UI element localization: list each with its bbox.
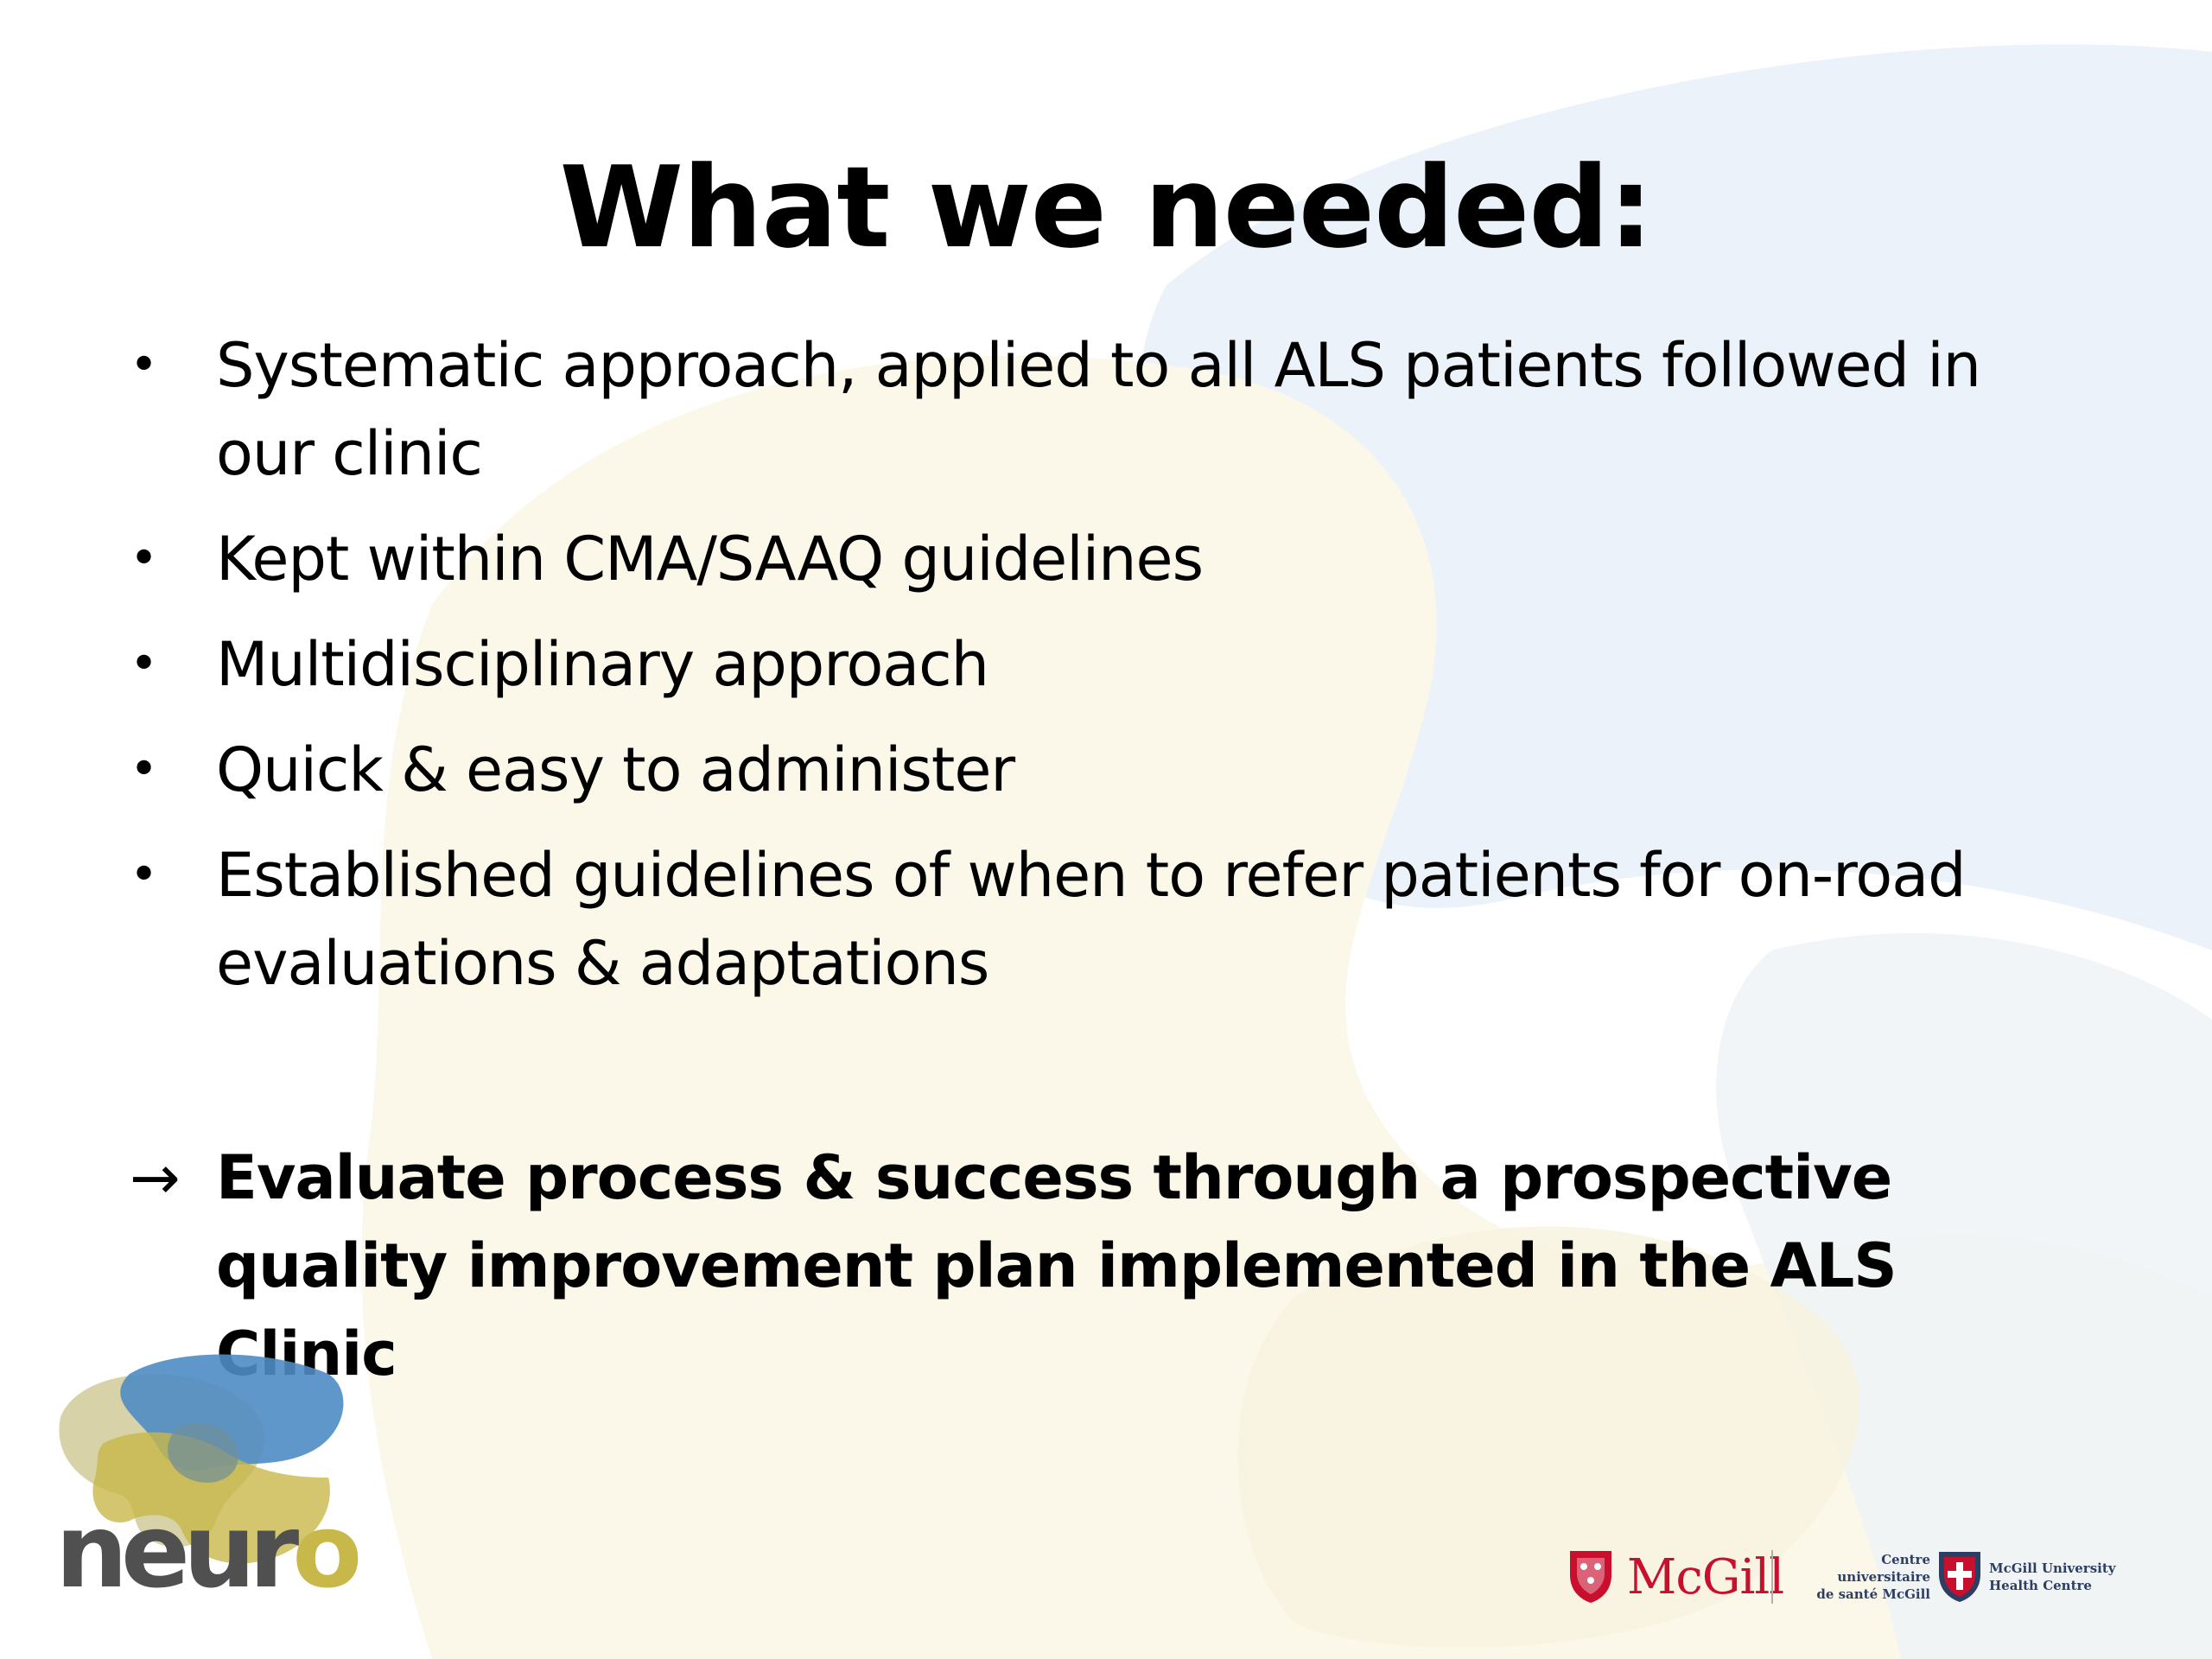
- bullet-dot: •: [130, 847, 158, 903]
- bullet-dot: •: [130, 337, 158, 393]
- bullet-item: • Systematic approach, applied to all AL…: [130, 321, 2048, 498]
- muhc-logo: Centre universitaire de santé McGill McG…: [1771, 1547, 2119, 1607]
- bullet-text: Multidisciplinary approach: [216, 629, 989, 700]
- bullet-list: • Systematic approach, applied to all AL…: [130, 321, 2048, 1025]
- conclusion-statement: → Evaluate process & success through a p…: [130, 1134, 2048, 1398]
- muhc-french-line: de santé McGill: [1816, 1586, 1930, 1602]
- bullet-item: • Quick & easy to administer: [130, 726, 2048, 814]
- bullet-text: Quick & easy to administer: [216, 734, 1015, 805]
- muhc-french-line: Centre universitaire: [1837, 1552, 1930, 1585]
- muhc-english-name: McGill University Health Centre: [1989, 1560, 2119, 1594]
- bullet-dot: •: [130, 741, 158, 798]
- neuro-logo-text: neuro: [55, 1499, 362, 1603]
- neuro-text-accent: o: [292, 1491, 362, 1611]
- bullet-text: Kept within CMA/SAAQ guidelines: [216, 524, 1204, 594]
- muhc-shield-icon: [1939, 1552, 1980, 1602]
- slide-title: What we needed:: [559, 142, 1654, 273]
- conclusion-text: Evaluate process & success through a pro…: [216, 1142, 1897, 1389]
- arrow-right-icon: →: [130, 1142, 181, 1213]
- bullet-dot: •: [130, 636, 158, 692]
- muhc-english-line: Health Centre: [1989, 1578, 2092, 1593]
- mcgill-crest-icon: [1570, 1551, 1611, 1603]
- muhc-french-name: Centre universitaire de santé McGill: [1792, 1551, 1930, 1603]
- muhc-english-line: McGill University: [1989, 1560, 2116, 1576]
- mcgill-logo: McGill: [1568, 1542, 1784, 1611]
- bullet-item: • Multidisciplinary approach: [130, 620, 2048, 709]
- bullet-dot: •: [130, 531, 158, 587]
- bullet-text: Systematic approach, applied to all ALS …: [216, 330, 1981, 489]
- mcgill-name: McGill: [1627, 1548, 1784, 1605]
- bullet-item: • Kept within CMA/SAAQ guidelines: [130, 515, 2048, 603]
- neuro-logo-graphic: [59, 1354, 344, 1564]
- neuro-text-main: neur: [55, 1491, 299, 1611]
- bullet-text: Established guidelines of when to refer …: [216, 840, 1967, 999]
- logo-divider: [1771, 1550, 1773, 1604]
- bullet-item: • Established guidelines of when to refe…: [130, 831, 2048, 1007]
